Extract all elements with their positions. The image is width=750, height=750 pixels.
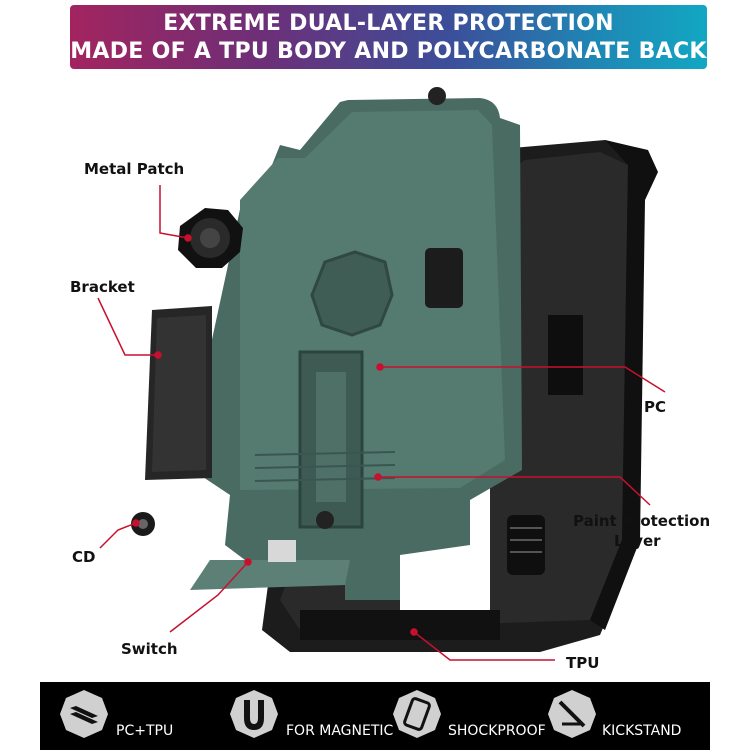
cd-part [131, 512, 155, 536]
bracket-part [145, 306, 212, 480]
banner-title-line1: EXTREME DUAL-LAYER PROTECTION [163, 11, 614, 36]
header-banner: EXTREME DUAL-LAYER PROTECTION MADE OF A … [70, 5, 707, 69]
phone-shock-icon [393, 690, 441, 738]
pc-shell [185, 87, 522, 600]
callout-lines [97, 185, 666, 661]
label-tpu: TPU [566, 654, 600, 672]
feature-kickstand: KICKSTAND [540, 682, 708, 750]
kickstand-icon [548, 690, 596, 738]
callout-paint [378, 476, 651, 506]
label-metal-patch: Metal Patch [84, 160, 185, 178]
layers-icon [60, 690, 108, 738]
feature-label-pc-tpu: PC+TPU [116, 723, 174, 739]
callout-metal-patch [159, 185, 189, 239]
label-switch: Switch [121, 640, 178, 658]
feature-magnetic: FOR MAGNETIC [222, 682, 394, 750]
callout-pc [380, 366, 666, 393]
callout-tpu [413, 631, 555, 661]
label-cd: CD [72, 548, 96, 566]
feature-label-shockproof: SHOCKPROOF [448, 723, 546, 739]
case-exploded-illustration [97, 87, 666, 661]
label-bracket: Bracket [70, 278, 135, 296]
label-paint-layer: Layer [614, 532, 661, 550]
metal-patch-part [178, 208, 243, 268]
callout-bracket [97, 297, 158, 356]
feature-pc-tpu: PC+TPU [40, 682, 205, 750]
label-paint-protection: Paint Protection [573, 512, 711, 530]
callout-switch [169, 561, 249, 633]
callout-cd [99, 522, 137, 549]
feature-label-magnetic: FOR MAGNETIC [286, 723, 394, 739]
banner-title-line2: MADE OF A TPU BODY AND POLYCARBONATE BAC… [70, 39, 707, 64]
feature-shockproof: SHOCKPROOF [386, 682, 546, 750]
feature-bar: PC+TPU FOR MAGNETIC SHOCKPROOF KICKSTAND [40, 682, 710, 750]
feature-label-kickstand: KICKSTAND [602, 723, 682, 739]
label-pc: PC [644, 398, 667, 416]
magnet-icon [230, 690, 278, 738]
